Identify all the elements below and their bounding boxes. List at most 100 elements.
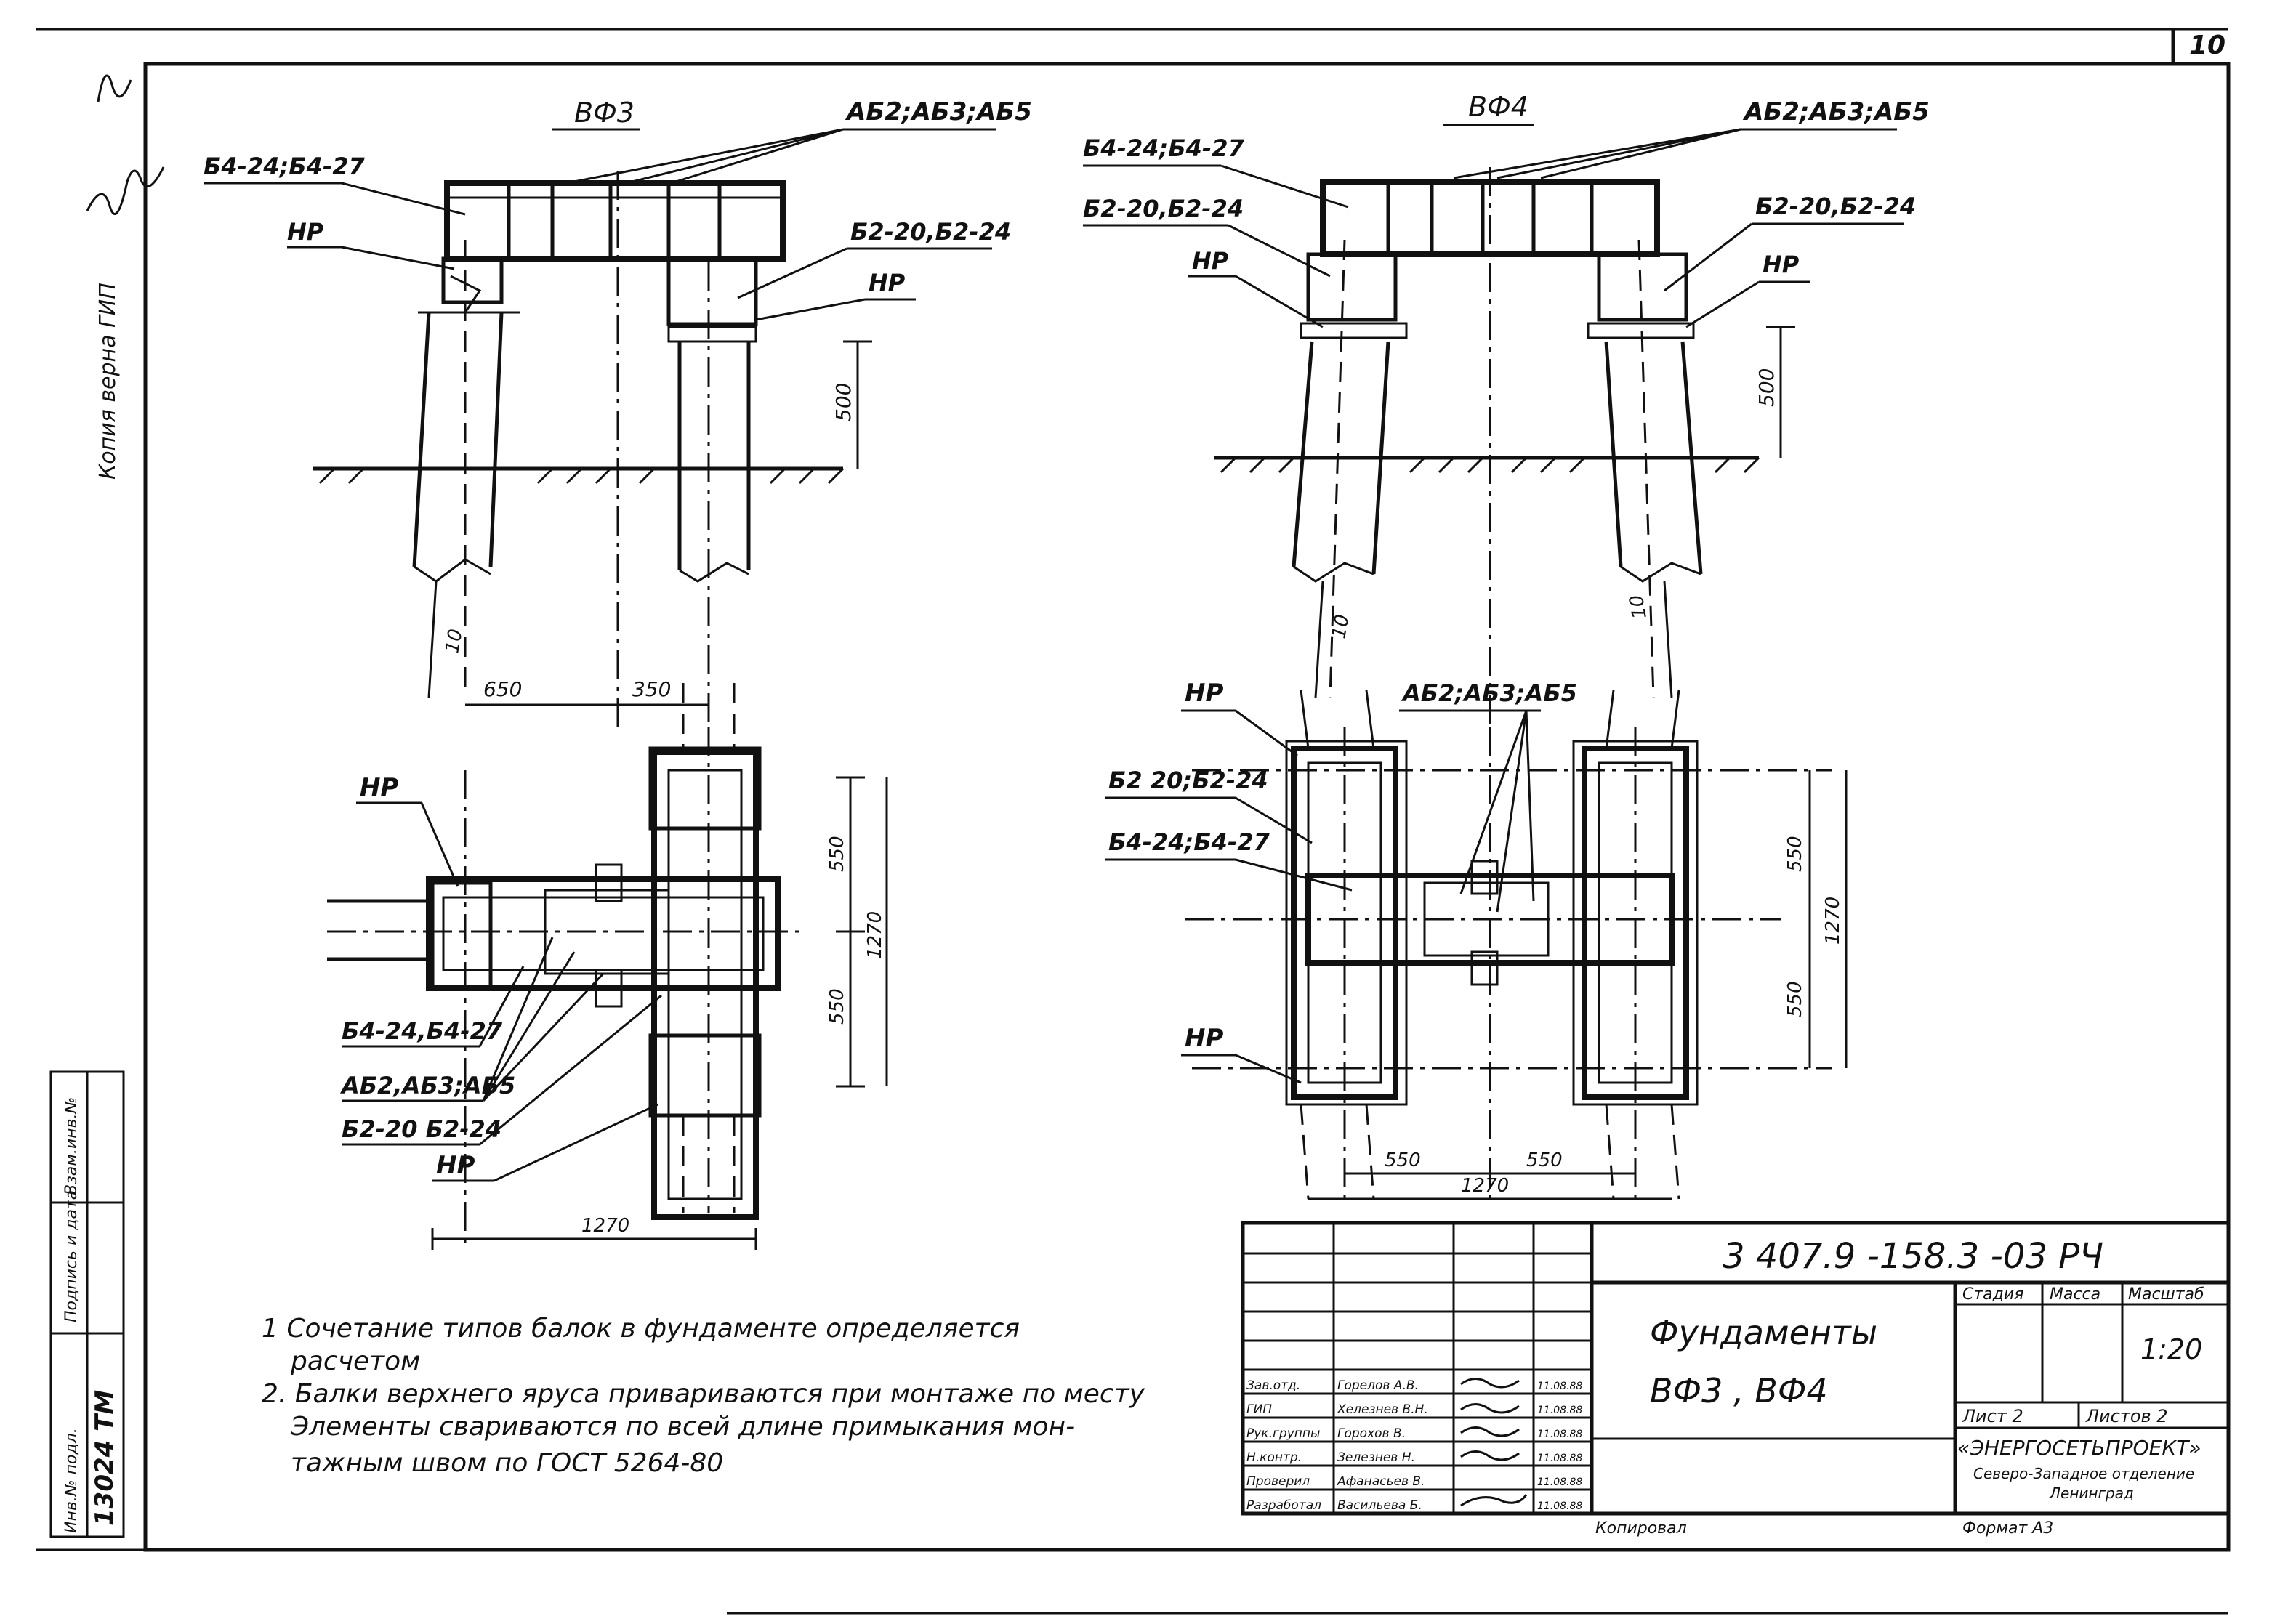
vf4-dim-550-top: 550 <box>1784 836 1806 872</box>
vf4-dim-10-left: 10 <box>1328 613 1353 640</box>
vf3-left-pile <box>412 312 504 567</box>
vf3-dim-350: 350 <box>632 677 671 701</box>
vf3-dim-500: 500 <box>831 383 855 421</box>
signature-mark <box>86 166 165 215</box>
vf4-callout-hp-left: НР <box>1192 247 1229 275</box>
vf3-upper-beam <box>444 180 786 262</box>
vf3-callout-ab: АБ2;АБ3;АБ5 <box>845 97 1032 126</box>
copied-label: Копировал <box>1595 1519 1687 1538</box>
vf3-right-cap <box>666 256 758 326</box>
role-2: Рук.группы <box>1246 1426 1320 1441</box>
vf3-callout-hp1: НР <box>287 218 324 246</box>
vf4-elevation: ВФ4 500 10 10 АБ2;АБ3;АБ5 Б4-24; <box>1083 91 1930 734</box>
side-stamp: Копия верна ГИП <box>95 283 121 480</box>
note-line-4: тажным швом по ГОСТ 5264-80 <box>291 1448 723 1478</box>
signature-mark-top <box>97 74 132 102</box>
col-stage: Стадия <box>1962 1285 2023 1304</box>
vf3-dim-10: 10 <box>441 627 467 655</box>
vf3-plan-horizontal-beam <box>426 876 781 991</box>
side-table-inv-number: 13024 ТМ <box>90 1390 119 1526</box>
vf4-dim-550-bottom: 550 <box>1784 981 1806 1017</box>
vf3-plan-b4: Б4-24,Б4-27 <box>342 1017 503 1045</box>
role-5-date: 11.08.88 <box>1537 1500 1582 1512</box>
vf4-plan-hp-bottom: НР <box>1185 1024 1223 1053</box>
vf3-plan-hp-bottom: НР <box>436 1151 475 1180</box>
vf4-callout-ab: АБ2;АБ3;АБ5 <box>1742 97 1930 126</box>
org-name: «ЭНЕРГОСЕТЬПРОЕКТ» <box>1957 1436 2201 1460</box>
vf3-dim-1270-v: 1270 <box>864 911 886 959</box>
vf3-dim-550-bottom: 550 <box>826 988 848 1025</box>
vf3-plan-vertical-beam <box>651 749 759 1220</box>
vf3-plan: 650 350 550 550 1270 1 <box>327 677 888 1250</box>
vf4-dim-500: 500 <box>1755 368 1778 407</box>
role-3: Н.контр. <box>1246 1450 1302 1465</box>
doc-title-line-1: Фундаменты <box>1650 1313 1877 1352</box>
vf4-dim-550-h1: 550 <box>1385 1150 1421 1171</box>
col-scale: Масштаб <box>2128 1285 2204 1304</box>
role-0: Зав.отд. <box>1246 1378 1300 1393</box>
side-table-replace-label: Взам.инв.№ <box>63 1097 81 1195</box>
page-number: 10 <box>2189 31 2225 60</box>
doc-title-line-2: ВФ3 , ВФ4 <box>1650 1371 1828 1410</box>
vf4-callout-hp-right: НР <box>1763 251 1800 278</box>
vf3-dim-550-top: 550 <box>826 836 848 872</box>
title-block <box>1241 1221 2231 1516</box>
role-4-date: 11.08.88 <box>1537 1476 1582 1488</box>
vf3-plan-hp-top: НР <box>360 773 398 802</box>
org-sub-2: Ленинград <box>2049 1484 2134 1502</box>
role-0-name: Горелов А.В. <box>1337 1378 1419 1393</box>
note-line-1: 1 Сочетание типов балок в фундаменте опр… <box>262 1314 1020 1344</box>
vf4-plan: 550 550 1270 550 550 1270 НР АБ2;АБ3;АБ5… <box>1105 679 1848 1206</box>
role-3-name: Зелезнев Н. <box>1337 1450 1415 1465</box>
vf4-plan-b4: Б4-24;Б4-27 <box>1108 828 1270 856</box>
note-line-2: 2. Балки верхнего яруса привариваются пр… <box>262 1379 1145 1409</box>
vf3-dim-650: 650 <box>483 677 522 701</box>
role-2-date: 11.08.88 <box>1537 1429 1582 1440</box>
vf4-dim-10-right: 10 <box>1626 593 1651 621</box>
role-4: Проверил <box>1246 1474 1310 1489</box>
role-3-date: 11.08.88 <box>1537 1453 1582 1464</box>
side-table <box>49 1070 125 1538</box>
side-table-inv-label: Инв.№ подл. <box>63 1428 81 1533</box>
vf4-dim-550-h2: 550 <box>1526 1150 1563 1171</box>
vf3-right-pile <box>677 342 751 570</box>
vf3-callout-hp2: НР <box>869 269 906 296</box>
vf4-title: ВФ4 <box>1468 91 1528 123</box>
vf4-callout-b4: Б4-24;Б4-27 <box>1083 134 1244 162</box>
role-5-name: Васильева Б. <box>1337 1498 1422 1513</box>
role-4-name: Афанасьев В. <box>1337 1474 1425 1489</box>
sheets-label: Листов 2 <box>2085 1406 2168 1426</box>
sheet-label: Лист 2 <box>1962 1406 2023 1426</box>
role-1-date: 11.08.88 <box>1537 1405 1582 1416</box>
scale-value: 1:20 <box>2140 1333 2202 1365</box>
vf4-dim-1270-h: 1270 <box>1461 1175 1509 1197</box>
vf3-dim-1270-h: 1270 <box>581 1215 629 1237</box>
vf4-plan-hp-top: НР <box>1185 679 1223 708</box>
vf3-callout-b2: Б2-20,Б2-24 <box>850 218 1011 246</box>
role-5: Разработал <box>1246 1498 1321 1513</box>
col-mass: Масса <box>2050 1285 2100 1304</box>
format-label: Формат А3 <box>1962 1519 2053 1538</box>
vf4-callout-b2-left: Б2-20,Б2-24 <box>1083 195 1244 222</box>
notes: 1 Сочетание типов балок в фундаменте опр… <box>262 1314 1145 1478</box>
note-line-3: Элементы свариваются по всей длине примы… <box>290 1412 1075 1442</box>
role-0-date: 11.08.88 <box>1537 1381 1582 1392</box>
vf3-elevation: ВФ3 500 10 АБ2;АБ3;АБ5 <box>204 97 1032 734</box>
role-1-name: Хелезнев В.Н. <box>1337 1402 1428 1417</box>
vf4-callout-b2-right: Б2-20,Б2-24 <box>1755 193 1916 220</box>
side-table-sign-label: Подпись и дата <box>63 1190 81 1322</box>
role-1: ГИП <box>1246 1402 1272 1417</box>
vf4-dim-1270-v: 1270 <box>1822 897 1844 945</box>
vf3-plan-b2: Б2-20 Б2-24 <box>342 1115 501 1143</box>
doc-code: 3 407.9 -158.3 -03 РЧ <box>1723 1236 2103 1277</box>
vf3-left-cap <box>441 256 504 304</box>
vf4-plan-b2: Б2 20;Б2-24 <box>1108 767 1268 794</box>
vf3-callout-b4: Б4-24;Б4-27 <box>204 153 365 180</box>
org-sub-1: Северо-Западное отделение <box>1973 1465 2194 1482</box>
role-2-name: Горохов В. <box>1337 1426 1406 1441</box>
vf3-title: ВФ3 <box>574 97 635 129</box>
note-line-1b: расчетом <box>290 1346 420 1376</box>
vf4-plan-ab: АБ2;АБ3;АБ5 <box>1401 679 1577 707</box>
sheet-frame <box>36 28 2231 1615</box>
